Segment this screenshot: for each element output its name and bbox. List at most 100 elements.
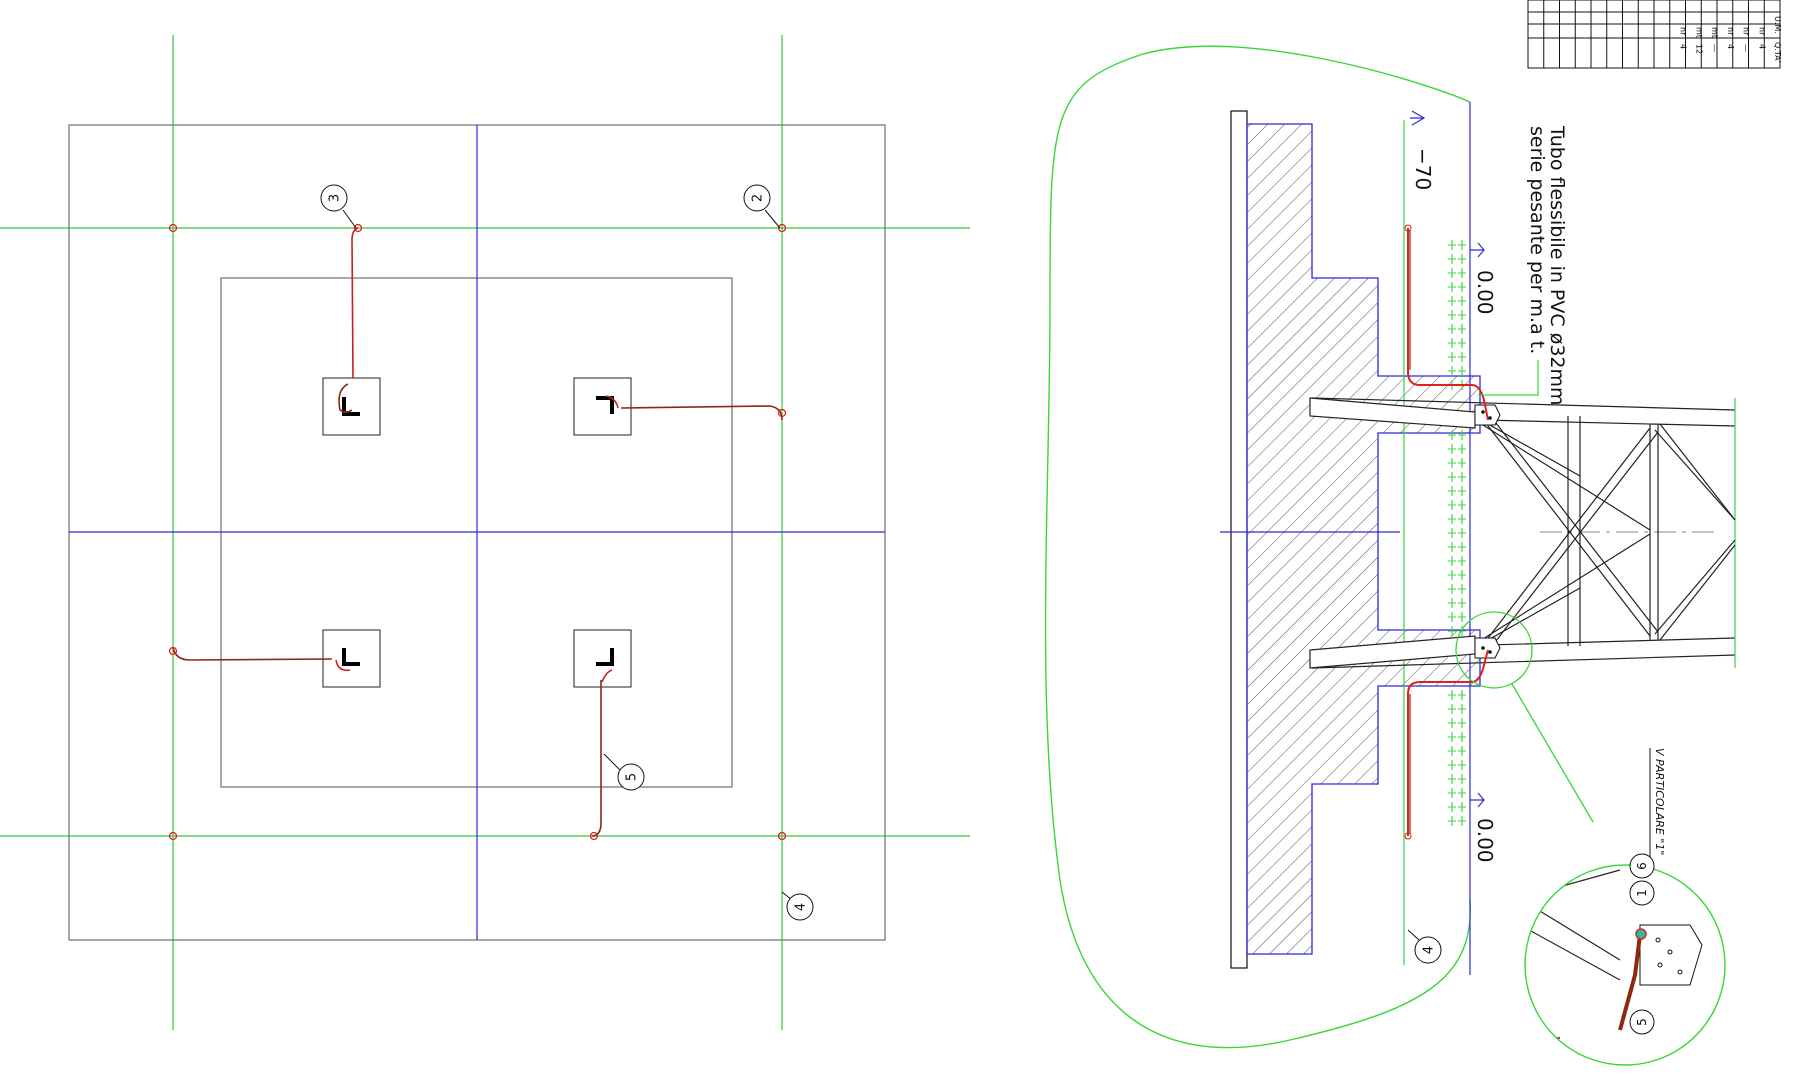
level-marks [1410,110,1485,808]
angle-bottom-left [342,648,360,666]
ground-symbol [1448,816,1456,826]
ground-symbol [1448,514,1456,524]
tower-brace-5 [1487,423,1581,641]
ground-symbol [1458,352,1466,362]
cable-3-inner [338,383,353,413]
base-plate [1230,110,1248,969]
ground-symbol [1458,472,1466,482]
ground-symbol [1448,542,1456,552]
connection-point [1404,832,1412,840]
level-mark-mid [1470,242,1485,258]
ground-symbol [1448,732,1456,742]
detail-cleat [1639,924,1703,986]
section-marker-4-circle [1414,936,1442,964]
detail-marker-6-circle [1629,853,1655,879]
connection-point [168,831,178,841]
cleats [1474,404,1501,659]
ground-symbol [1448,718,1456,728]
ground-symbol [1448,240,1456,250]
ground-symbol [1458,746,1466,756]
level-label-mid: 0.00 [1473,270,1497,315]
level-mark-top [1410,110,1426,126]
ground-symbol [1448,254,1456,264]
ground-symbol [1458,458,1466,468]
tower-brace-6 [1474,419,1651,645]
ground-symbol [1448,430,1456,440]
excavation-boundary [1044,45,1471,1049]
level-label-top: −70 [1411,148,1435,190]
tower-brace-3 [1659,423,1736,641]
ground-symbol [1458,310,1466,320]
ground-symbol [1458,788,1466,798]
plinth-bottom-right [573,629,632,688]
marker-4-circle [786,893,814,921]
cable-5-inner [601,669,613,683]
ground-symbol [1458,802,1466,812]
ground-symbol [1458,584,1466,594]
plan-markers [320,184,814,921]
detail-view: V PARTICOLARE "1" 6 1 5 [1524,748,1726,1066]
table-cell-um: nr [1757,27,1766,36]
detail-bolt [1667,949,1673,955]
marker-3-label: 3 [328,194,343,202]
ground-symbol [1448,774,1456,784]
cable-lower [1407,649,1489,836]
plan-angle-sections [342,396,614,666]
detail-circle-visible [1524,864,1726,1066]
plan-view: 3 2 5 4 [0,35,970,1030]
connection-point [168,223,178,233]
ground-symbol [1458,528,1466,538]
table-cell-um: mt [1694,27,1703,38]
table-cell-um: nr [1742,27,1751,36]
marker-5-label: 5 [625,773,640,781]
cleat-lower [1474,637,1501,659]
marker-2-circle [743,184,771,212]
cable-upper [1407,228,1489,421]
table-cell-qta: 4 [1726,44,1735,49]
cable-2-inner [605,395,619,409]
ground-symbol [1458,598,1466,608]
cable-5 [591,680,602,837]
level-label-low: 0.00 [1473,818,1497,863]
cable-3 [351,227,359,379]
ground-symbol [1448,528,1456,538]
ground-symbol [1448,760,1456,770]
connection-point [353,223,363,233]
marker-2-label: 2 [751,194,766,202]
ground-symbol [1448,268,1456,278]
connection-point [777,831,787,841]
ground-symbol [1448,458,1456,468]
table-cell-qta: 4 [1679,44,1688,49]
section-marker-4-leader [1407,929,1420,941]
ground-symbol [1458,282,1466,292]
note-leader [1478,360,1539,396]
plan-earthing-cables [172,227,783,837]
ground-symbol [1448,556,1456,566]
connection-point [168,646,178,656]
marker-3-circle [320,184,348,212]
detail-callout-leader-1 [1511,683,1594,823]
ground-symbol [1458,444,1466,454]
detail-marker-1-label: 1 [1635,889,1649,897]
tower-structure [1311,397,1736,669]
detail-marker-5-label: 5 [1635,1018,1649,1026]
ground-symbol [1458,366,1466,376]
connection-point [1404,224,1412,232]
foundation-section [1246,123,1481,955]
ground-symbol [1458,760,1466,770]
ground-fill-pattern [1448,240,1466,826]
detail-marker-1-circle [1629,880,1655,906]
ground-symbol [1448,570,1456,580]
plinth-top-right [573,377,632,436]
section-earthing-cables [1404,224,1489,840]
leg-stubs [1309,397,1476,669]
ground-symbol [1448,704,1456,714]
ground-symbol [1458,718,1466,728]
ground-symbol [1448,500,1456,510]
detail-marker-labels: 6 1 5 [1635,862,1649,1026]
detail-bolt [1657,962,1663,968]
ground-symbol [1448,626,1456,636]
ground-symbol [1448,352,1456,362]
